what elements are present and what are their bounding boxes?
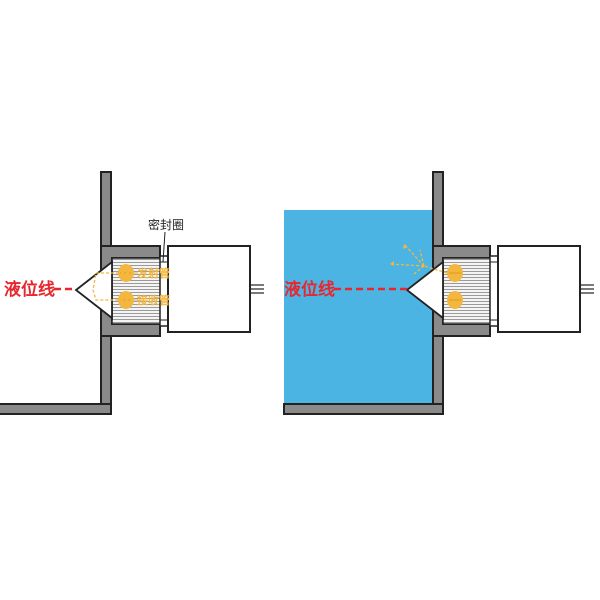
left-wall-lower xyxy=(100,335,112,415)
left-optical-path xyxy=(92,272,134,301)
right-prism-cone xyxy=(405,260,444,320)
liquid-body xyxy=(284,210,434,408)
right-panel-submerged: 液位线 xyxy=(283,171,594,415)
left-level-label: 液位线 xyxy=(4,279,55,300)
left-wall-upper xyxy=(100,171,112,247)
emitter-tube-label: 发射管 xyxy=(136,266,170,280)
right-sensor-housing xyxy=(497,245,581,333)
right-seal-ring xyxy=(489,255,499,327)
right-refracted-light xyxy=(389,243,448,275)
left-sensor-housing xyxy=(167,245,251,333)
right-wall-lower xyxy=(432,335,444,415)
left-prism-cone xyxy=(74,260,113,320)
seal-ring-leader xyxy=(162,231,166,263)
seal-ring-label: 密封圈 xyxy=(148,217,184,232)
left-panel-dry: 液位线 密封圈 发射管 接收管 xyxy=(0,171,264,415)
right-wall-upper xyxy=(432,171,444,247)
receiver-tube-label: 接收管 xyxy=(137,293,170,307)
right-level-label: 液位线 xyxy=(284,279,335,300)
